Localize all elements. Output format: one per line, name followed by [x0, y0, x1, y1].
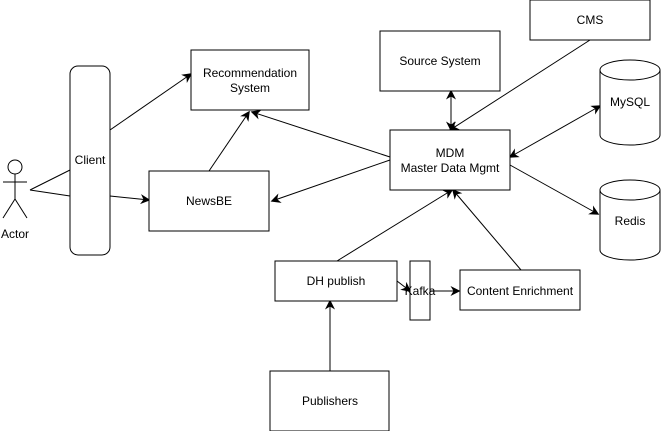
content-enrichment-label: Content Enrichment: [467, 284, 574, 298]
mdm-label-line1: MDM: [436, 146, 465, 160]
edge-dh-publish-to-mdm: [336, 189, 454, 262]
publishers-label: Publishers: [302, 394, 358, 408]
edge-mdm-mysql: [508, 105, 602, 158]
kafka-node: Kafka: [405, 260, 436, 321]
cms-label: CMS: [577, 13, 604, 27]
source-system-label: Source System: [399, 54, 480, 68]
edge-mdm-to-recommendation: [250, 109, 391, 158]
client-node: Client: [69, 65, 111, 256]
mysql-label: MySQL: [610, 95, 650, 109]
edge-cms-to-mdm: [448, 39, 591, 131]
actor-label: Actor: [1, 227, 29, 241]
content-enrichment-node: Content Enrichment: [459, 269, 581, 311]
kafka-label: Kafka: [405, 284, 436, 298]
cms-node: CMS: [529, 0, 651, 41]
edges: [29, 39, 602, 371]
edge-client-to-recommendation: [109, 73, 193, 131]
actor: Actor: [1, 159, 29, 241]
redis-label: Redis: [615, 214, 646, 228]
newsbe-label: NewsBE: [186, 194, 232, 208]
edge-mdm-to-newsbe: [270, 159, 391, 203]
edge-dh-publish-to-kafka: [396, 280, 412, 292]
edge-newsbe-to-recommendation: [208, 110, 250, 172]
recommendation-system-label-line1: Recommendation: [203, 66, 297, 80]
redis-database-icon: Redis: [599, 179, 661, 261]
edge-client-to-newsbe: [109, 194, 151, 205]
edge-mdm-to-redis: [509, 164, 600, 215]
client-label: Client: [75, 153, 106, 167]
mdm-label-line2: Master Data Mgmt: [401, 161, 500, 175]
dh-publish-label: DH publish: [307, 274, 366, 288]
recommendation-system-node: Recommendation System: [190, 49, 310, 111]
actor-right-leg: [14, 198, 28, 219]
edge-actor-to-client-top: [29, 169, 71, 191]
dh-publish-node: DH publish: [274, 260, 398, 302]
mysql-database-icon: MySQL: [599, 59, 661, 146]
newsbe-node: NewsBE: [148, 170, 270, 232]
source-system-node: Source System: [379, 30, 501, 92]
publishers-node: Publishers: [269, 370, 390, 431]
actor-head-icon: [7, 159, 23, 175]
actor-left-leg: [2, 198, 16, 219]
edge-actor-to-client-bottom: [29, 189, 71, 197]
edge-content-enrichment-to-mdm: [452, 188, 522, 271]
mdm-node: MDM Master Data Mgmt: [389, 129, 511, 191]
recommendation-system-label-line2: System: [230, 81, 270, 95]
